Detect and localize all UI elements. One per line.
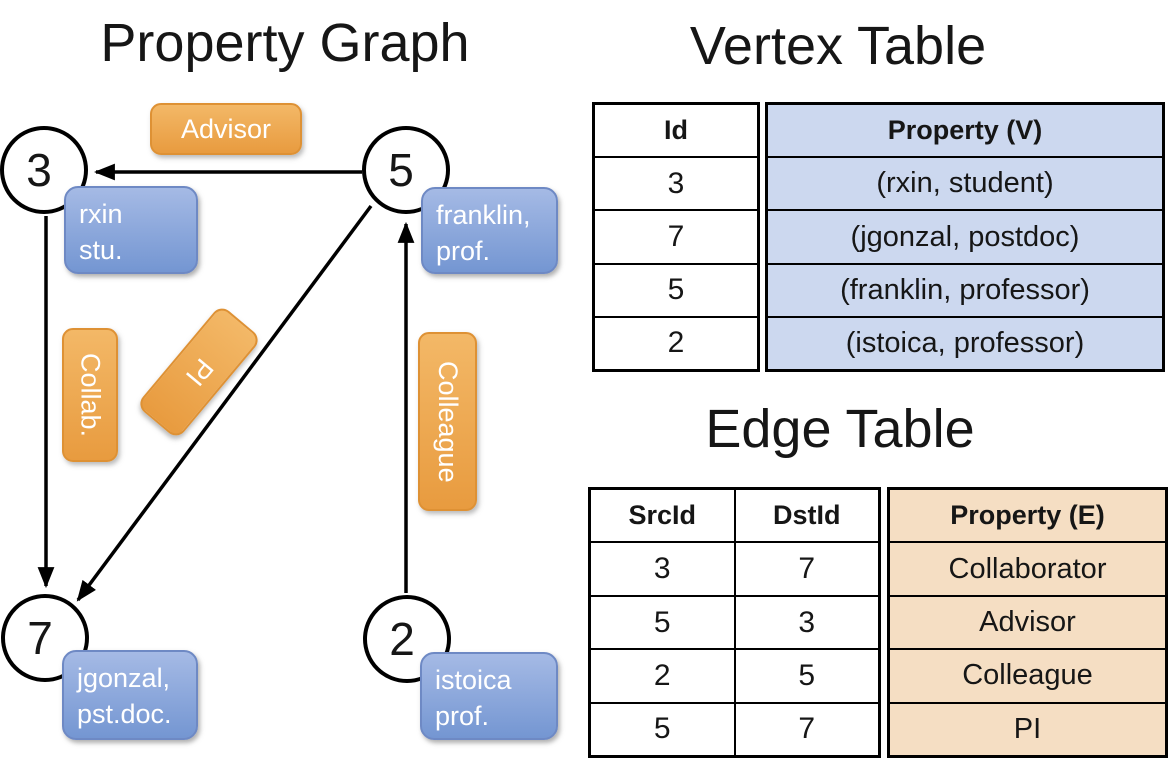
table-cell: 5	[591, 596, 736, 649]
edge-5-7	[76, 204, 373, 602]
table-cell: Colleague	[890, 648, 1165, 701]
table-cell: (istoica, professor)	[768, 315, 1162, 369]
graph-edges	[37, 163, 415, 602]
vertex-label-line: jgonzal,	[77, 663, 171, 693]
vertex-label-rxin: rxin stu.	[64, 186, 198, 274]
table-cell: Advisor	[890, 594, 1165, 648]
vertex-circle-5: 5	[362, 126, 450, 214]
vertex-id: 3	[26, 144, 52, 196]
edge-table-title: Edge Table	[705, 399, 975, 459]
vertex-label-line: stu.	[79, 234, 123, 265]
table-cell: 2	[595, 315, 757, 369]
table-cell: 7	[595, 209, 757, 262]
vertex-label-line: pst.doc.	[77, 698, 172, 729]
table-cell: PI	[890, 701, 1165, 755]
column-header-id: Id	[664, 115, 688, 146]
vertex-label-line: prof.	[435, 700, 490, 731]
vertex-table-property-column: Property (V) (rxin, student) (jgonzal, p…	[765, 102, 1165, 372]
edge-table-property-column: Property (E) Collaborator Advisor Collea…	[887, 487, 1168, 758]
column-header-property-v: Property (V)	[887, 115, 1043, 146]
column-header-srcid: SrcId	[591, 490, 736, 542]
column-header-dstid: DstId	[773, 500, 841, 531]
table-cell: Collaborator	[890, 541, 1165, 594]
table-cell: (jgonzal, postdoc)	[768, 209, 1162, 262]
vertex-label-istoica: istoica prof.	[420, 652, 558, 740]
column-header-property-e: Property (E)	[950, 500, 1105, 531]
vertex-label-franklin: franklin, prof.	[421, 187, 558, 274]
table-cell: 3	[591, 543, 736, 595]
table-cell: (franklin, professor)	[768, 262, 1162, 316]
table-cell: 7	[798, 712, 816, 746]
table-cell: 5	[595, 262, 757, 316]
vertex-id: 5	[388, 144, 414, 196]
table-cell: 7	[798, 552, 816, 586]
vertex-label-jgonzal: jgonzal, pst.doc.	[62, 650, 198, 740]
table-cell: 5	[798, 658, 816, 692]
vertex-id: 2	[389, 613, 415, 665]
table-cell: 5	[591, 703, 736, 756]
edge-label-collab: Collab.	[62, 328, 118, 462]
vertex-id: 7	[27, 612, 53, 664]
table-cell: 3	[798, 605, 816, 639]
table-cell: 3	[595, 156, 757, 209]
vertex-table-id-column: Id 3 7 5 2	[592, 102, 760, 372]
vertex-circle-2: 2	[363, 595, 451, 683]
edge-table-id-columns: SrcId DstId 3 7 5 3 2 5 5 7	[588, 487, 881, 758]
vertex-label-line: prof.	[436, 235, 491, 266]
vertex-label-line: rxin	[79, 199, 123, 229]
table-cell: 2	[591, 650, 736, 702]
vertex-label-line: istoica	[435, 665, 512, 695]
table-cell: (rxin, student)	[768, 156, 1162, 209]
property-graph-title: Property Graph	[100, 13, 470, 73]
vertex-table-title: Vertex Table	[689, 16, 987, 76]
vertex-label-line: franklin,	[436, 200, 531, 230]
edge-label-advisor: Advisor	[150, 103, 302, 155]
edge-label-colleague: Colleague	[418, 332, 477, 511]
